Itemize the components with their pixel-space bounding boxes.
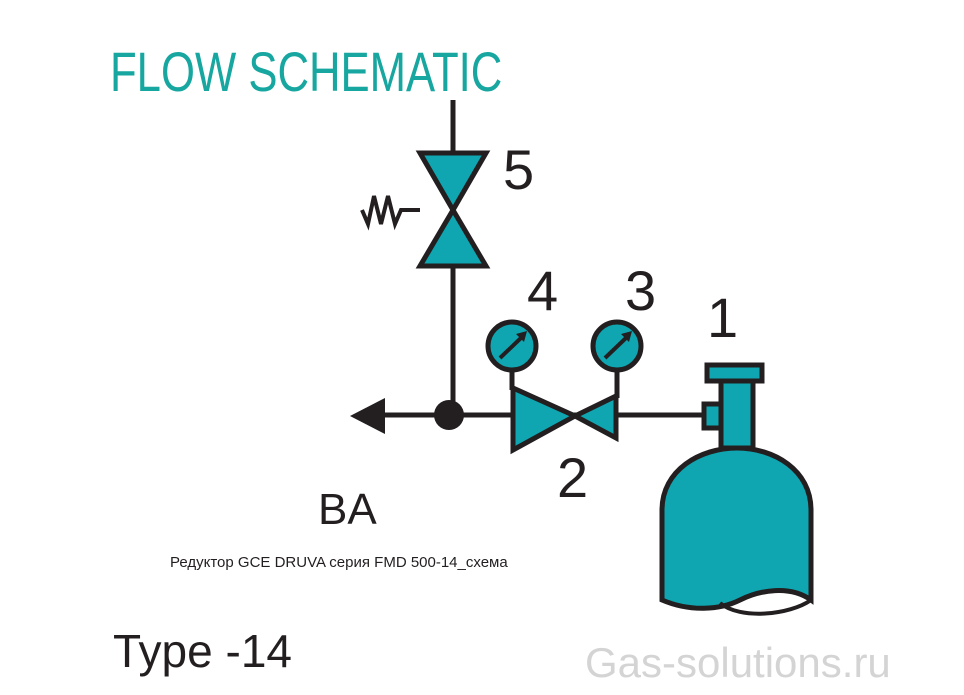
label-1: 1: [707, 286, 739, 349]
junction-dot: [434, 400, 464, 430]
type-label: Type -14: [113, 625, 292, 677]
cylinder-side-port: [701, 401, 724, 431]
spring-icon: [360, 195, 420, 231]
reducer-2-left: [510, 384, 581, 455]
gauge-3-needle-tip: [621, 331, 632, 342]
label-2: 2: [557, 446, 589, 509]
relief-valve-5-bottom: [415, 205, 491, 269]
cylinder-base-curve: [718, 598, 813, 616]
watermark: Gas-solutions.ru: [585, 639, 891, 686]
outlet-arrow-icon: [350, 398, 385, 434]
relief-valve-5-top: [415, 150, 491, 215]
cylinder-body: [659, 445, 814, 611]
gauge-4-needle-tip: [516, 331, 527, 342]
label-3: 3: [625, 259, 657, 322]
reducer-2-right: [569, 391, 619, 443]
outlet-label: BA: [318, 485, 377, 534]
cylinder-neck: [718, 377, 756, 451]
cylinder-cap: [704, 362, 765, 384]
gauge-4-needle: [498, 335, 524, 360]
label-5: 5: [503, 138, 535, 201]
page-title: FLOW SCHEMATIC: [110, 40, 503, 103]
label-4: 4: [527, 259, 559, 322]
gauge-3-needle: [603, 335, 629, 360]
caption: Редуктор GCE DRUVA серия FMD 500-14_схем…: [170, 554, 508, 571]
